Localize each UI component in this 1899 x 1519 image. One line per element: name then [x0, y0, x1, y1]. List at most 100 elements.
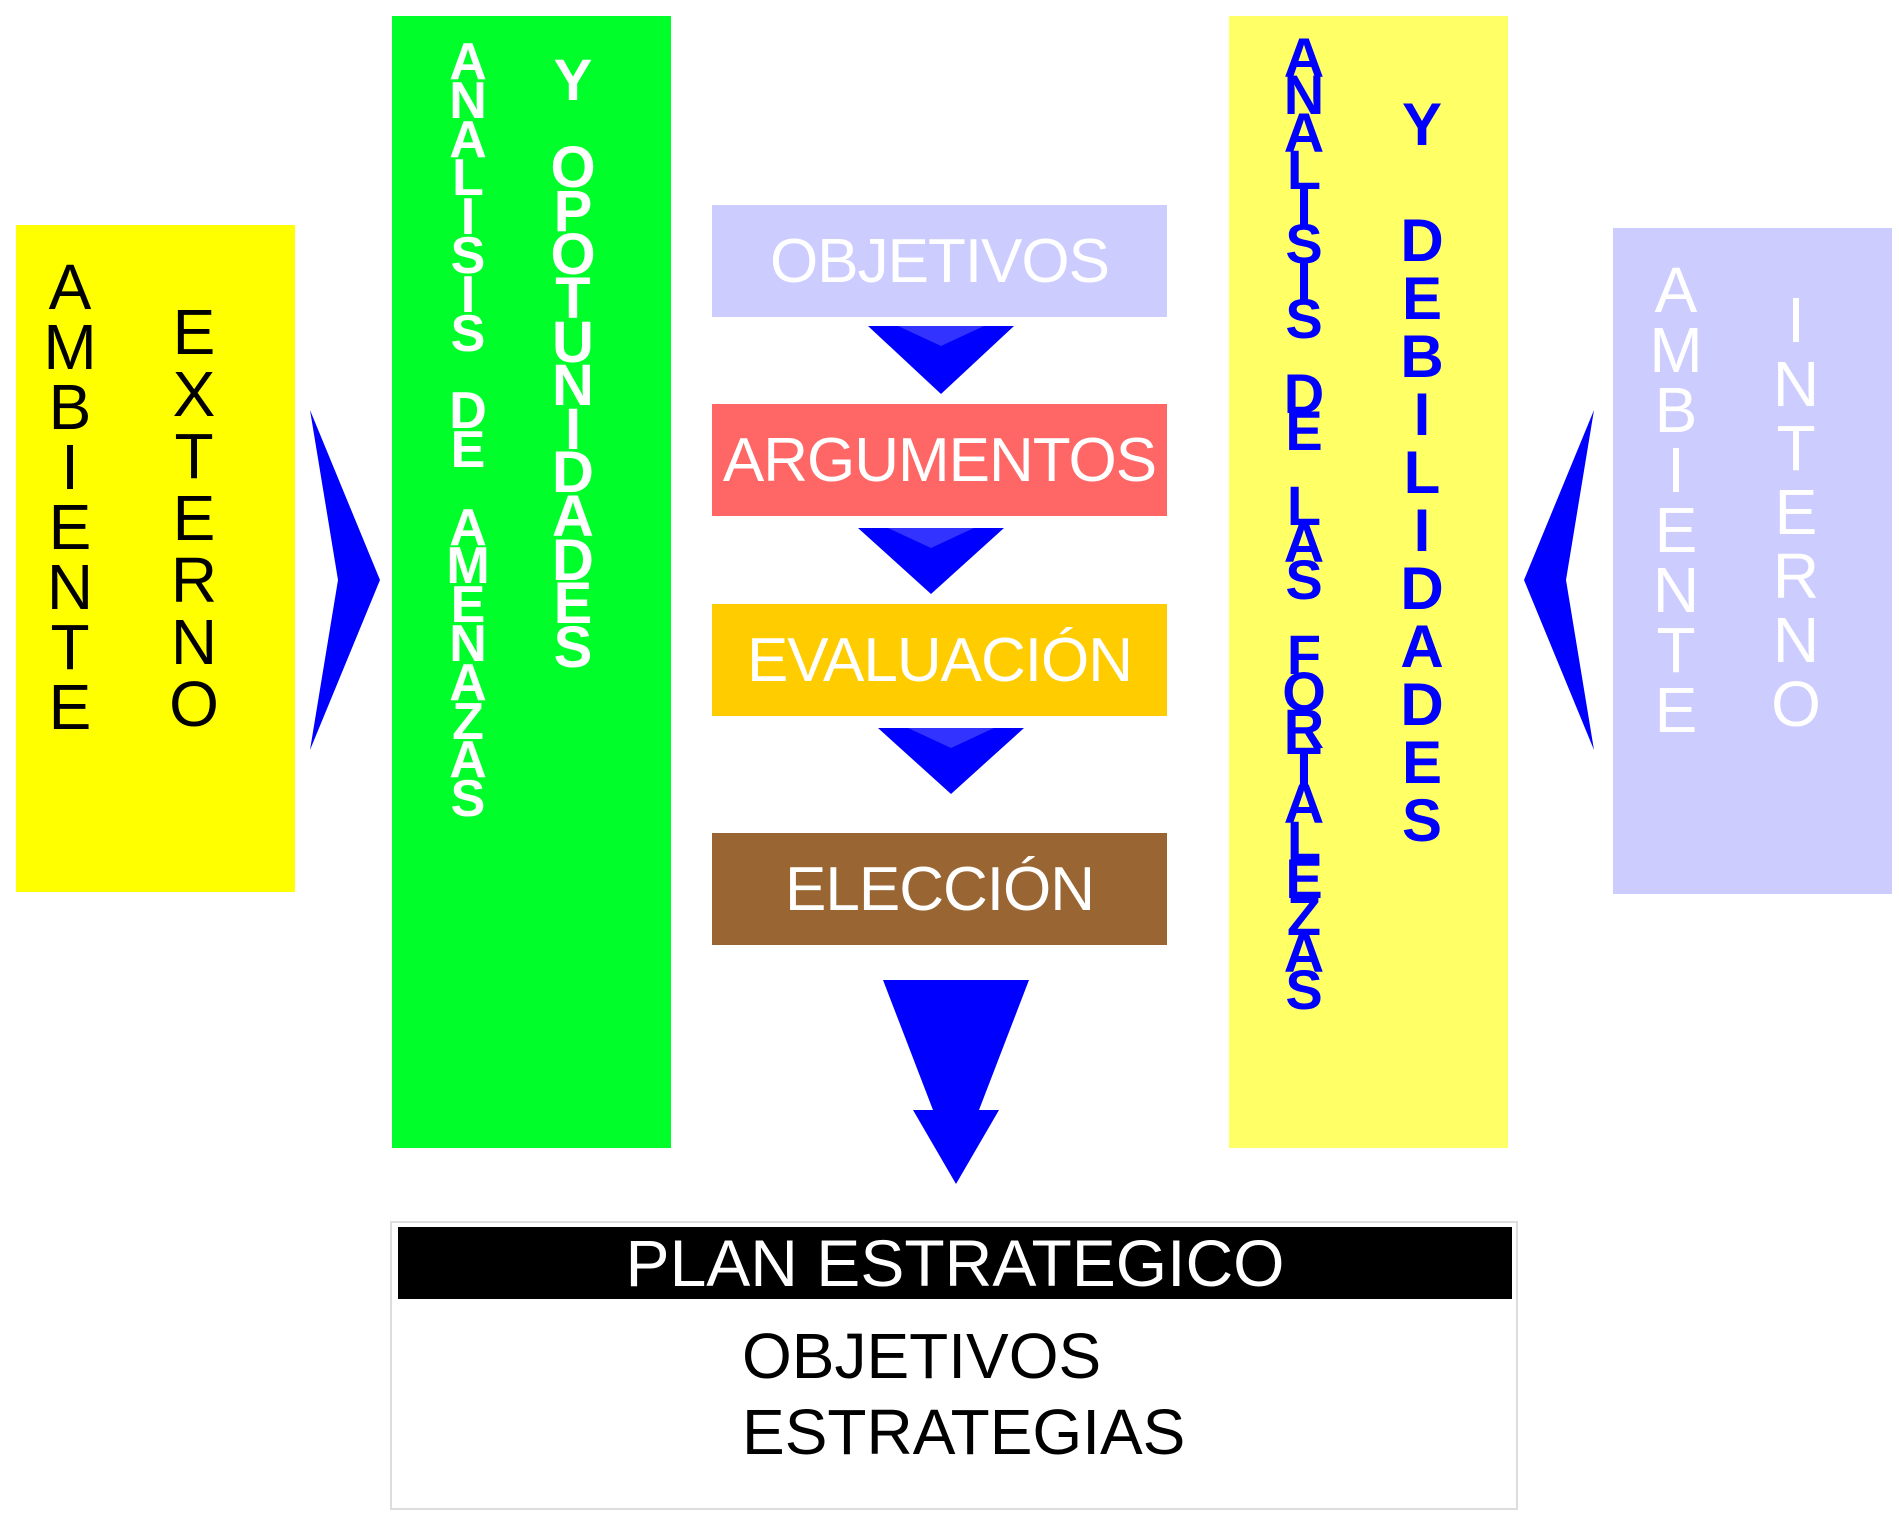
letter: E: [1285, 846, 1323, 910]
letter: E: [450, 420, 486, 479]
letter: I: [61, 431, 79, 503]
letter: E: [1654, 674, 1698, 746]
letter: S: [450, 770, 486, 829]
letter: X: [172, 358, 216, 430]
letter: D: [1283, 361, 1325, 425]
letter: A: [1283, 100, 1325, 164]
letter: A: [449, 110, 487, 169]
letter: E: [48, 671, 92, 743]
down-arrow-icon: [883, 980, 1029, 1184]
letter: S: [1401, 787, 1443, 854]
letter: M: [446, 537, 490, 596]
letter: L: [1403, 439, 1441, 506]
letter: T: [1656, 614, 1696, 686]
letter: Y: [553, 48, 593, 113]
letter: A: [1283, 510, 1325, 574]
letter: M: [1649, 314, 1703, 386]
letter: I: [1413, 497, 1431, 564]
step-eleccion: ELECCIÓN: [712, 833, 1167, 945]
letter: B: [1654, 374, 1698, 446]
letter-gap: [1296, 328, 1312, 365]
letter: T: [174, 420, 214, 492]
down-arrow-icon: [878, 728, 1024, 794]
letter: D: [1400, 671, 1444, 738]
letter: O: [1282, 660, 1326, 724]
right-arrow-icon: [310, 410, 380, 750]
step-objetivos-label: OBJETIVOS: [770, 226, 1110, 296]
letter: P: [553, 178, 593, 244]
letter: E: [450, 576, 486, 635]
letter: A: [48, 251, 92, 323]
letter: O: [1771, 668, 1821, 740]
plan-objetivos-text: OBJETIVOS: [742, 1320, 1102, 1392]
plan-estrategico-box: PLAN ESTRATEGICO OBJETIVOS ESTRATEGIAS: [390, 1221, 1518, 1510]
letter: R: [170, 544, 218, 616]
letter: N: [46, 551, 94, 623]
step-eleccion-label: ELECCIÓN: [785, 854, 1095, 924]
letter: L: [1286, 137, 1322, 201]
letter: N: [552, 353, 594, 419]
letter: A: [449, 653, 487, 712]
step-objetivos: OBJETIVOS: [712, 205, 1167, 317]
letter: N: [1772, 348, 1820, 420]
letter: B: [48, 371, 92, 443]
letter: T: [50, 611, 90, 683]
letter: I: [1667, 434, 1685, 506]
letter: T: [555, 265, 591, 331]
letter: N: [449, 614, 487, 673]
letter: I: [460, 188, 476, 247]
letter-gap: [1296, 440, 1312, 477]
letter: N: [170, 606, 218, 678]
letter: Y: [1401, 91, 1443, 158]
letter-gap: [565, 96, 581, 140]
letter: E: [48, 491, 92, 563]
step-argumentos: ARGUMENTOS: [712, 404, 1167, 516]
letter: E: [1654, 494, 1698, 566]
left-arrow-icon: [1524, 410, 1594, 750]
letter: O: [550, 222, 596, 288]
letter: I: [564, 396, 582, 462]
letter: B: [1400, 323, 1444, 390]
letter-gap: [1414, 153, 1431, 211]
letter: A: [449, 33, 487, 91]
plan-estrategias-text: ESTRATEGIAS: [742, 1396, 1186, 1468]
letter: A: [1400, 613, 1444, 680]
letter: S: [450, 304, 486, 363]
letter: S: [1285, 212, 1323, 276]
letter-gap: [461, 346, 475, 385]
letter-gap: [1296, 589, 1312, 626]
letter: E: [1401, 729, 1443, 796]
letter: D: [552, 440, 594, 506]
letter: E: [172, 296, 216, 368]
letter: M: [43, 311, 97, 383]
letter: A: [1283, 26, 1325, 89]
letter: A: [449, 731, 487, 790]
letter: I: [1296, 175, 1312, 239]
amenazas-oportunidades-box: [392, 16, 671, 1148]
plan-title: PLAN ESTRATEGICO: [398, 1226, 1512, 1300]
letter: I: [460, 265, 476, 324]
letter: F: [1286, 622, 1322, 686]
step-evaluacion-label: EVALUACIÓN: [746, 625, 1133, 695]
letter: E: [172, 482, 216, 554]
ambiente-interno-box: [1613, 228, 1892, 894]
letter: U: [552, 309, 594, 375]
letter: T: [1286, 734, 1322, 798]
letter: N: [449, 71, 487, 130]
letter: N: [1652, 554, 1700, 626]
letter: L: [1286, 809, 1322, 873]
letter: D: [449, 382, 487, 441]
letter: D: [1400, 207, 1444, 274]
letter: S: [450, 226, 486, 285]
step-evaluacion: EVALUACIÓN: [712, 604, 1167, 716]
letter: S: [553, 614, 593, 680]
letter: A: [449, 498, 487, 557]
letter: I: [1413, 381, 1431, 448]
ambiente-externo-box: [16, 225, 295, 892]
